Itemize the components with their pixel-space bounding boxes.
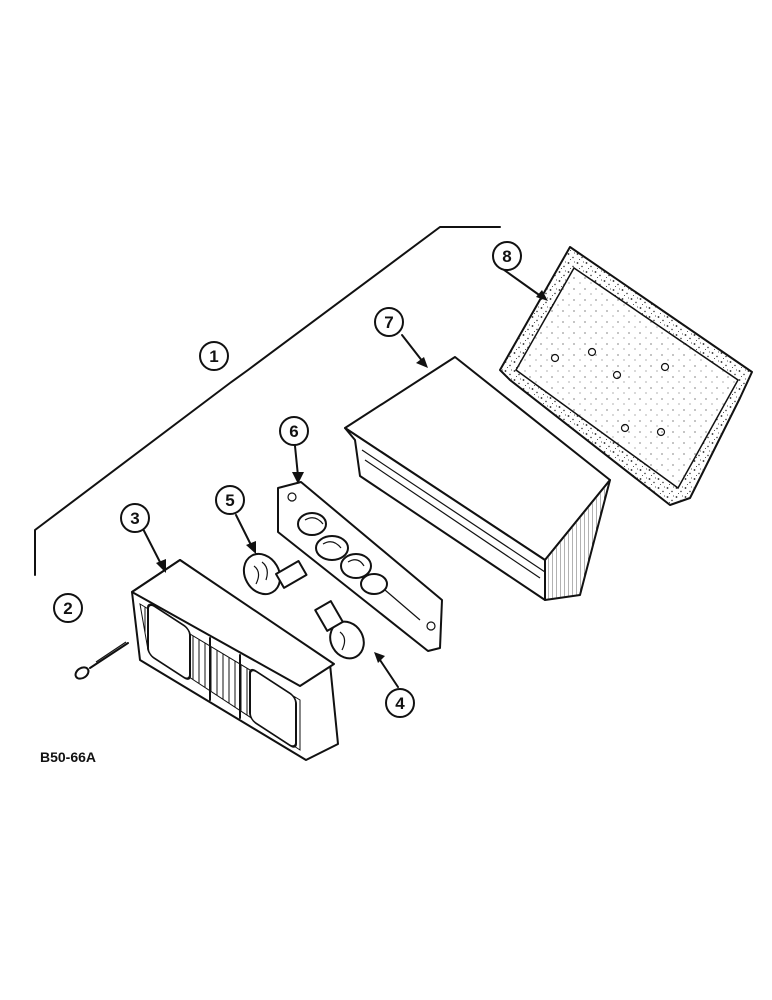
callout-5: 5 <box>215 485 245 515</box>
callout-1-label: 1 <box>209 347 218 366</box>
bulb-holder-plate-part <box>277 481 443 652</box>
callout-2: 2 <box>53 593 83 623</box>
tail-lamp-lens-part <box>131 559 339 761</box>
callout-3-label: 3 <box>130 509 139 528</box>
callout-6-label: 6 <box>289 422 298 441</box>
callout-1: 1 <box>199 341 229 371</box>
callout-7: 7 <box>374 307 404 337</box>
callout-4: 4 <box>385 688 415 718</box>
lamp-housing-part <box>344 356 611 601</box>
bulb-large-part <box>242 552 308 596</box>
callout-3: 3 <box>120 503 150 533</box>
bulb-small-part <box>314 600 365 660</box>
callout-6: 6 <box>279 416 309 446</box>
plate-bracket-part <box>499 246 753 506</box>
assembly-bracket-line <box>34 226 501 576</box>
screw-part <box>74 641 129 680</box>
callout-7-label: 7 <box>384 313 393 332</box>
figure-code: B50-66A <box>40 749 96 765</box>
callout-5-label: 5 <box>225 491 234 510</box>
callout-2-label: 2 <box>63 599 72 618</box>
callout-4-label: 4 <box>395 694 405 713</box>
callout-8: 8 <box>492 241 522 271</box>
callout-8-label: 8 <box>502 247 511 266</box>
